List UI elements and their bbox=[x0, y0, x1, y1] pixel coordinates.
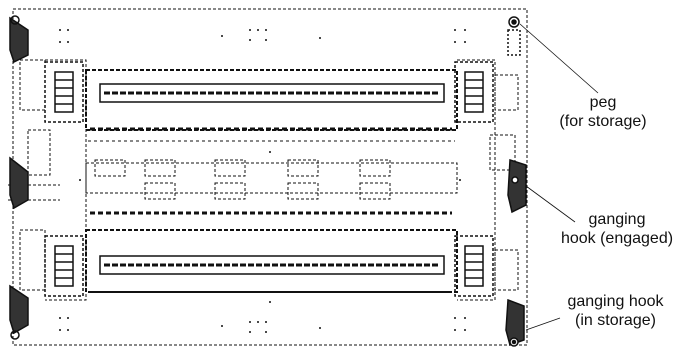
left-hook-top bbox=[9, 15, 29, 64]
left-hook-middle bbox=[9, 156, 29, 210]
ganging-hook-in-storage bbox=[505, 298, 525, 347]
panel-outline bbox=[12, 8, 528, 346]
callout-peg: peg (for storage) bbox=[548, 93, 658, 131]
bearing-block-bottom-left bbox=[44, 235, 84, 297]
upper-rail-assembly bbox=[85, 69, 458, 142]
peg-icon bbox=[507, 16, 521, 56]
leader-line-hook-engaged bbox=[525, 185, 576, 223]
lower-rail-assembly bbox=[85, 229, 458, 293]
left-hook-bottom bbox=[9, 284, 29, 340]
bearing-block-top-right bbox=[454, 61, 494, 123]
ganging-hook-engaged bbox=[507, 158, 527, 214]
bearing-block-bottom-right bbox=[454, 235, 494, 297]
middle-bar-assembly bbox=[85, 159, 458, 215]
fastener-dots bbox=[59, 29, 466, 333]
callout-hook-storage: ganging hook (in storage) bbox=[548, 292, 683, 330]
bearing-block-top-left bbox=[44, 61, 84, 123]
callout-peg-line1: peg bbox=[589, 94, 617, 111]
left-frame bbox=[8, 59, 87, 301]
callout-hook-engaged-line1: ganging bbox=[588, 211, 646, 228]
callout-hook-storage-line2: (in storage) bbox=[575, 312, 656, 329]
leader-line-peg bbox=[519, 23, 599, 94]
callout-peg-line2: (for storage) bbox=[559, 113, 647, 130]
callout-hook-storage-line1: ganging hook bbox=[567, 293, 664, 310]
callout-hook-engaged-line2: hook (engaged) bbox=[560, 230, 674, 247]
right-frame bbox=[457, 59, 519, 301]
leader-line-hook-storage bbox=[525, 317, 561, 331]
callout-hook-engaged: ganging hook (engaged) bbox=[552, 210, 682, 248]
